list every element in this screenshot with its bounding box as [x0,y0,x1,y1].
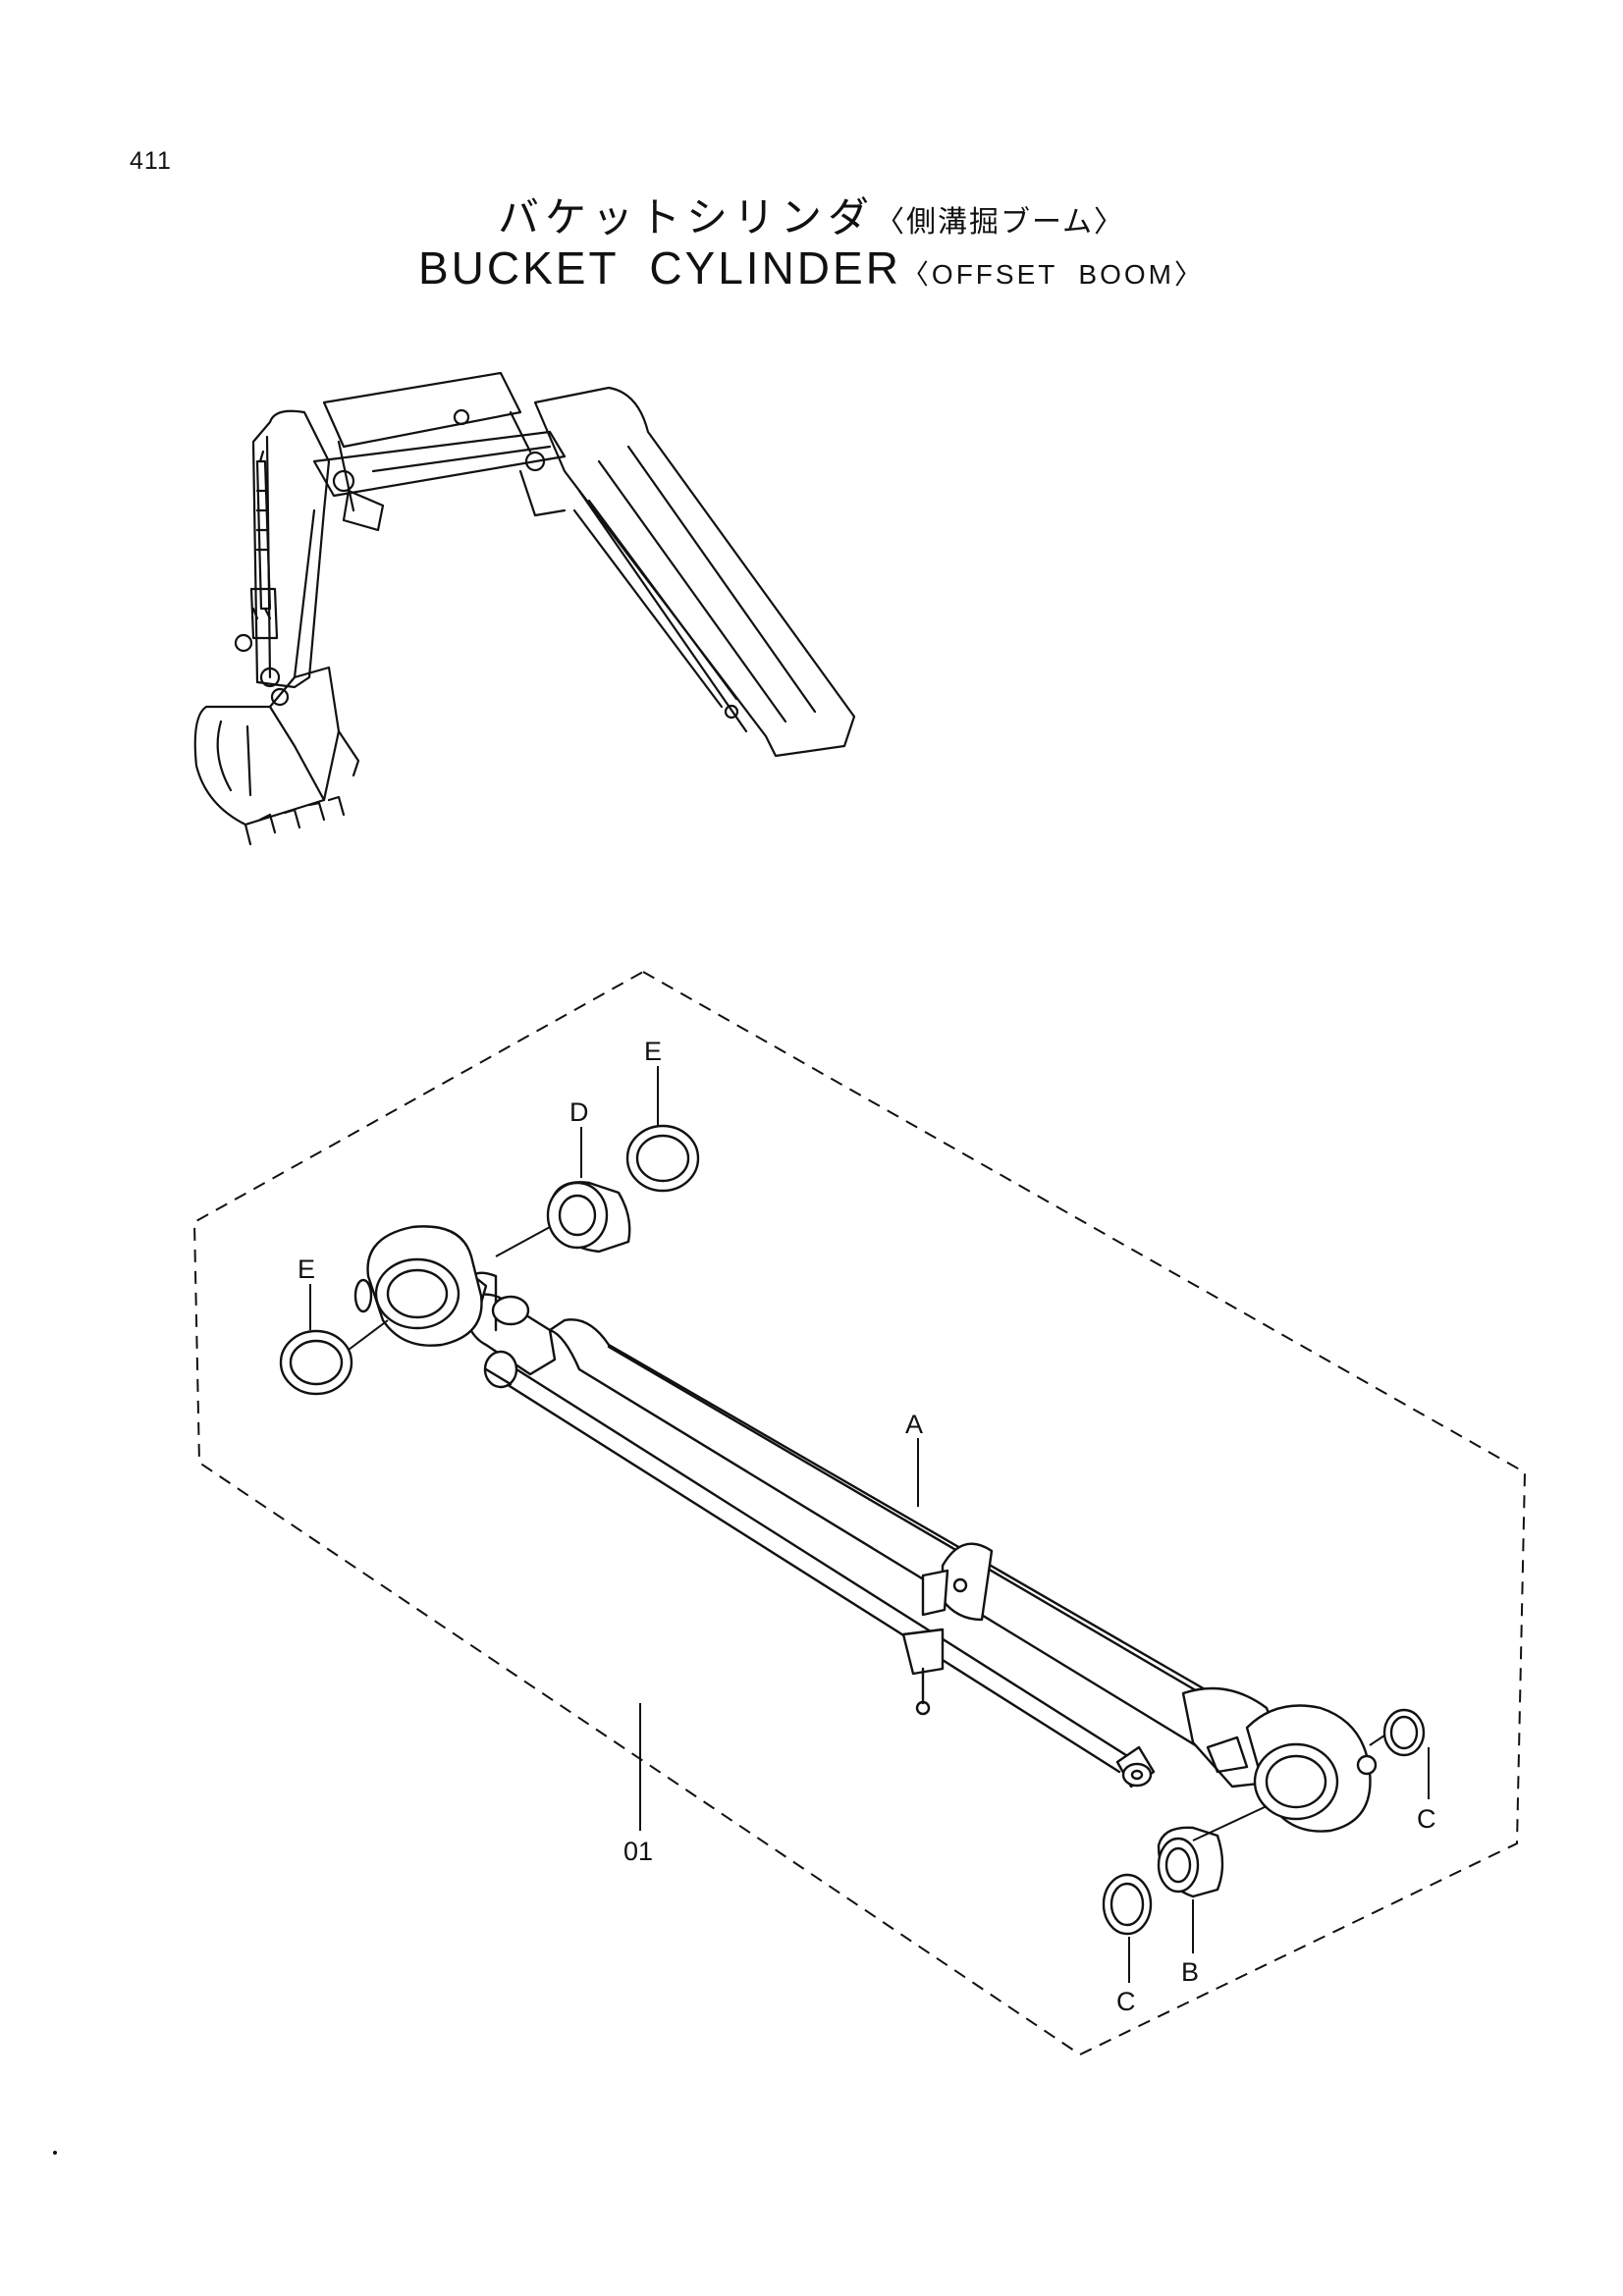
title-english: BUCKET CYLINDER〈OFFSET BOOM〉 [0,241,1623,294]
seal-c-bottom [1102,1873,1153,1936]
callout-01: 01 [623,1837,653,1866]
seal-e-left [279,1329,353,1396]
title-japanese: バケットシリンダ〈側溝掘ブーム〉 [0,185,1623,244]
bushing-d-top [546,1181,631,1254]
seal-c-right [1382,1708,1426,1757]
loose-parts [279,1124,1426,1936]
title-japanese-main: バケットシリンダ [497,193,875,241]
bucket-cylinder-assembly [353,1225,1378,1833]
excavator-arm-illustration [193,371,856,846]
title-japanese-sub: 〈側溝掘ブーム〉 [874,205,1126,240]
title-english-sub: 〈OFFSET BOOM〉 [900,259,1205,290]
callout-e-left: E [298,1255,315,1284]
bushing-b-bottom [1157,1826,1224,1898]
callout-e-top: E [644,1037,662,1066]
callout-d: D [569,1097,589,1127]
page-number: 411 [130,147,172,175]
callout-b: B [1181,1957,1199,1987]
seal-e-top [625,1124,700,1193]
callout-c-right: C [1417,1804,1436,1834]
callout-labels: E D E A 01 C B C [298,1037,1436,2016]
title-english-main: BUCKET CYLINDER [418,242,901,294]
callout-c-bottom: C [1116,1987,1136,2016]
stray-dot [53,2151,57,2155]
callout-a: A [905,1410,923,1439]
leader-lines [309,1066,1430,1983]
